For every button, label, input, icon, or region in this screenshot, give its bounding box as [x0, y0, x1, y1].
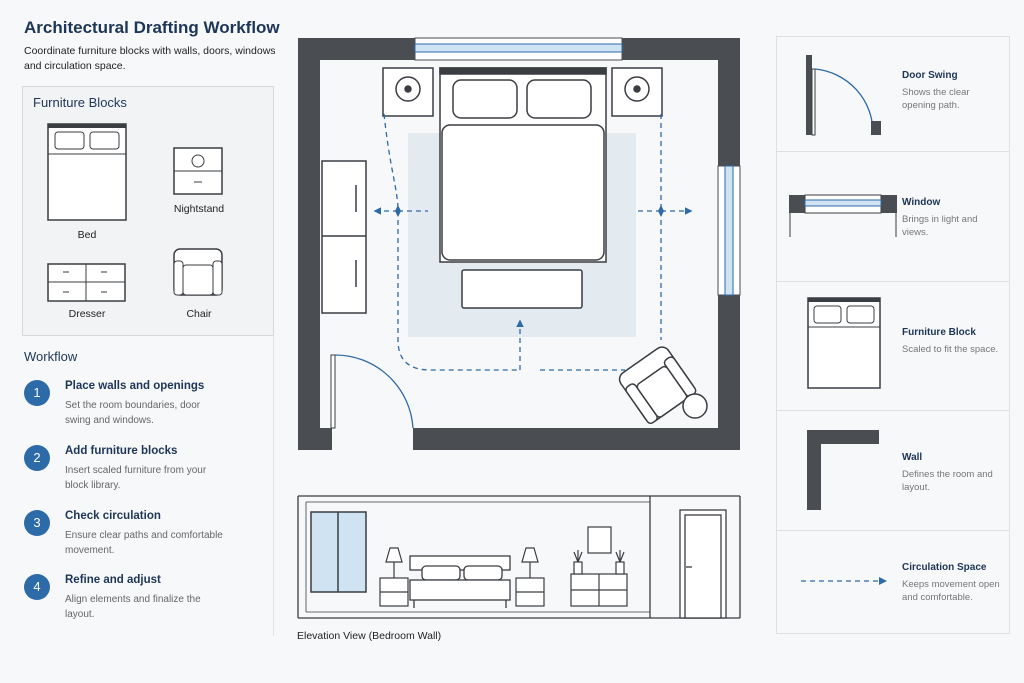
workflow-title: Workflow — [24, 349, 78, 364]
legend-panel: Door Swing Shows the clear opening path.… — [776, 36, 1010, 634]
furniture-block-icon — [807, 297, 881, 389]
chair-icon[interactable] — [173, 247, 225, 299]
plan-bench — [461, 269, 583, 309]
elev-nightstands — [379, 547, 545, 607]
dresser-icon[interactable] — [47, 263, 127, 303]
furniture-blocks-panel: Furniture Blocks Bed Nightstand Dresser … — [22, 86, 274, 336]
legend-furniture-block: Furniture Block Scaled to fit the space. — [777, 281, 1009, 411]
legend-window: Window Brings in light and views. — [777, 151, 1009, 282]
door — [330, 354, 414, 429]
legend-title: Furniture Block — [902, 327, 976, 338]
step-number: 4 — [24, 574, 50, 600]
legend-circulation: Circulation Space Keeps movement open an… — [777, 530, 1009, 633]
elev-bed — [409, 555, 511, 608]
step-desc: Insert scaled furniture from your block … — [65, 465, 207, 491]
furniture-blocks-title: Furniture Blocks — [33, 95, 127, 110]
workflow-step-1: 1 Place walls and openings Set the room … — [24, 380, 264, 436]
elev-door — [679, 509, 727, 619]
page-subtitle: Coordinate furniture blocks with walls, … — [24, 45, 276, 72]
plan-wardrobe — [321, 160, 367, 314]
step-number: 2 — [24, 445, 50, 471]
dresser-label: Dresser — [68, 308, 106, 320]
nightstand-label: Nightstand — [173, 203, 225, 215]
circulation-paths — [373, 113, 693, 371]
legend-door-swing: Door Swing Shows the clear opening path. — [777, 37, 1009, 152]
bed-icon[interactable] — [47, 123, 129, 223]
plan-nightstands — [382, 67, 663, 117]
floor-plan — [298, 37, 741, 450]
right-window — [717, 165, 741, 296]
step-number: 3 — [24, 510, 50, 536]
elev-dresser — [570, 526, 628, 607]
legend-desc: Scaled to fit the space. — [902, 344, 999, 355]
step-desc: Align elements and finalize the layout. — [65, 594, 201, 620]
step-title: Refine and adjust — [65, 574, 161, 586]
workflow-step-3: 3 Check circulation Ensure clear paths a… — [24, 510, 264, 566]
legend-title: Door Swing — [902, 70, 958, 81]
top-window — [414, 37, 623, 61]
step-number: 1 — [24, 380, 50, 406]
wall-icon — [807, 430, 879, 510]
step-title: Place walls and openings — [65, 380, 205, 392]
step-title: Check circulation — [65, 510, 161, 522]
nightstand-icon[interactable] — [173, 147, 225, 199]
circulation-icon — [801, 577, 887, 585]
window-icon — [789, 194, 897, 237]
legend-title: Window — [902, 197, 941, 208]
legend-wall: Wall Defines the room and layout. — [777, 410, 1009, 531]
workflow-step-2: 2 Add furniture blocks Insert scaled fur… — [24, 445, 264, 501]
walls — [298, 38, 740, 450]
legend-title: Wall — [902, 452, 923, 463]
workflow-step-4: 4 Refine and adjust Align elements and f… — [24, 574, 264, 630]
legend-desc: Shows the clear opening path. — [902, 87, 970, 111]
step-desc: Set the room boundaries, door swing and … — [65, 400, 201, 426]
legend-title: Circulation Space — [902, 562, 987, 573]
step-title: Add furniture blocks — [65, 445, 178, 457]
legend-desc: Defines the room and layout. — [902, 469, 993, 493]
elev-window — [310, 511, 367, 593]
bed-label: Bed — [77, 229, 97, 241]
legend-desc: Keeps movement open and comfortable. — [902, 579, 1000, 603]
chair-label: Chair — [186, 308, 212, 320]
door-swing-icon — [806, 55, 881, 136]
elevation-label: Elevation View (Bedroom Wall) — [297, 630, 442, 642]
plan-chair — [618, 346, 697, 424]
step-desc: Ensure clear paths and comfortable movem… — [65, 530, 223, 556]
divider — [273, 336, 274, 636]
legend-desc: Brings in light and views. — [902, 214, 978, 238]
plan-bed — [439, 67, 607, 263]
plan-side-table — [682, 393, 708, 419]
page-title: Architectural Drafting Workflow — [24, 18, 280, 37]
elevation-view — [297, 495, 741, 619]
